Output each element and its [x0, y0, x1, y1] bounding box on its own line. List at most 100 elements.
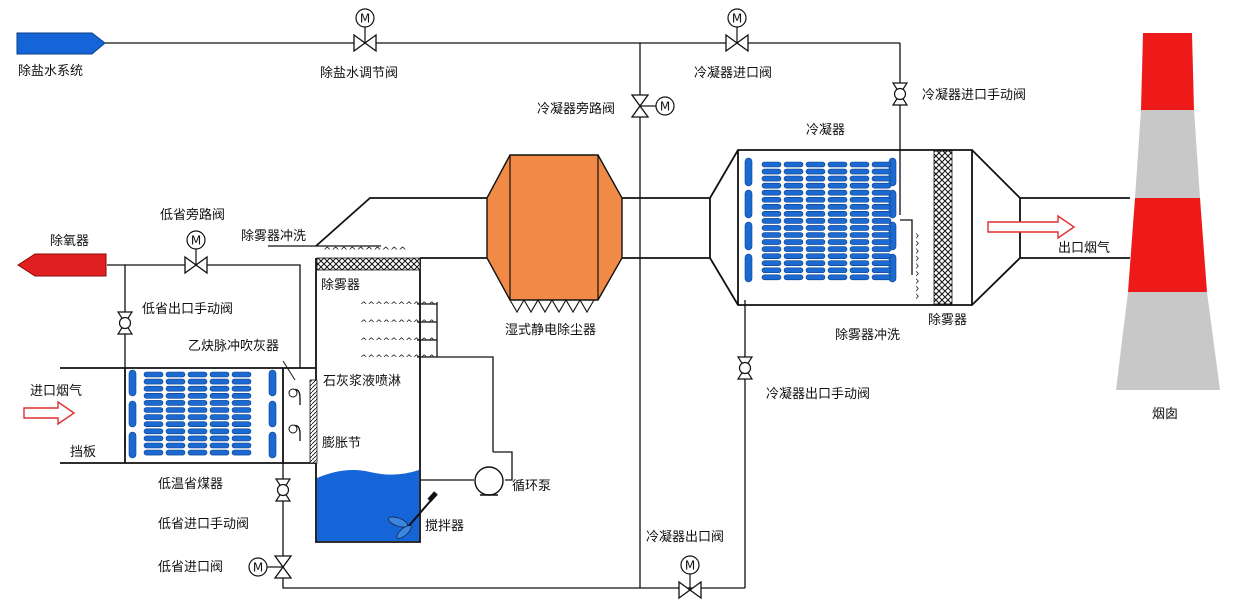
economizer-tube	[165, 414, 186, 420]
economizer-tube	[143, 442, 164, 449]
water-pipes	[105, 42, 913, 589]
economizer-tube	[209, 449, 230, 456]
condenser-tube	[871, 196, 892, 203]
condenser-tube	[871, 168, 892, 175]
condenser-bypass-valve[interactable]: M	[630, 94, 675, 118]
condenser-header	[744, 221, 753, 251]
condenser-tube	[805, 196, 826, 203]
condenser-tube	[761, 196, 782, 203]
economizer-tube	[231, 449, 252, 456]
condenser-tube	[827, 189, 848, 196]
condenser-tube-bank	[744, 157, 897, 283]
label-deaerator: 除氧器	[50, 234, 89, 249]
condenser-tube	[849, 225, 870, 231]
motor-symbol: M	[660, 100, 670, 114]
economizer-tube	[209, 385, 230, 392]
condenser-tube	[805, 225, 826, 231]
condenser-tube	[761, 189, 782, 196]
label-acetylene-pulse-soot-blower: 乙炔脉冲吹灰器	[188, 339, 279, 354]
condenser-outlet-manual-valve[interactable]	[736, 356, 754, 380]
motor-icon	[727, 8, 747, 28]
condenser-tube	[849, 267, 870, 274]
flush-nozzles-left: ^^^^^^^^^^	[323, 246, 407, 257]
low-econ-bypass-valve[interactable]: M	[184, 230, 208, 275]
motor-symbol: M	[253, 561, 263, 575]
economizer-tube	[209, 378, 230, 385]
condenser-tube	[871, 239, 892, 245]
condenser-tube	[805, 168, 826, 175]
economizer-tube	[187, 435, 208, 442]
condenser-tube	[783, 239, 804, 245]
condenser-tube	[761, 239, 782, 245]
labels: 除盐水系统 除盐水调节阀 冷凝器进口阀 冷凝器旁路阀 冷凝器进口手动阀 冷凝器 …	[18, 64, 1178, 575]
motor-icon	[655, 96, 675, 116]
condenser-tube	[871, 182, 892, 189]
condenser-tube	[871, 175, 892, 182]
economizer-tube	[143, 407, 164, 413]
condenser-tube	[783, 204, 804, 210]
condenser-tube	[761, 175, 782, 182]
motor-symbol: M	[732, 12, 742, 26]
demineralized-water-control-valve[interactable]: M	[353, 8, 377, 53]
label-low-econ-bypass-valve: 低省旁路阀	[160, 207, 225, 223]
economizer-tube	[231, 385, 252, 392]
condenser-tube	[849, 168, 870, 175]
condenser-tube	[805, 274, 826, 281]
condenser-tube	[849, 232, 870, 238]
economizer-tube	[143, 414, 164, 420]
condenser-tube	[871, 204, 892, 210]
condenser-tube	[783, 161, 804, 168]
condenser-tube	[827, 225, 848, 231]
motor-icon	[355, 8, 375, 28]
condenser-inlet-manual-valve[interactable]	[891, 82, 909, 106]
condenser-tube	[849, 211, 870, 217]
economizer-header	[128, 431, 137, 459]
condenser-tube	[805, 267, 826, 274]
condenser-tube	[783, 274, 804, 281]
economizer-tube	[231, 435, 252, 442]
condenser-tube	[871, 189, 892, 196]
condenser-tube	[761, 168, 782, 175]
motor-icon	[186, 230, 206, 250]
flue-duct	[60, 149, 1130, 543]
economizer-tube	[231, 421, 252, 428]
condenser-tube	[761, 225, 782, 231]
condenser-tube	[783, 196, 804, 203]
condenser-tube	[783, 225, 804, 231]
economizer-header	[268, 400, 277, 428]
motor-icon	[680, 555, 700, 575]
spray-nozzles-1: ^^^^^^^^^^	[360, 301, 435, 311]
economizer-tube	[143, 392, 164, 399]
condenser-outlet-valve[interactable]: M	[678, 555, 702, 600]
condenser-tube	[849, 204, 870, 210]
condenser-tube	[783, 253, 804, 259]
mist-eliminator-left-mesh	[316, 257, 421, 271]
flush-nozzles-right: ^^^^^^^^^	[909, 232, 919, 300]
chimney-icon	[1116, 33, 1220, 390]
condenser-tube	[871, 218, 892, 224]
label-condenser-outlet-valve: 冷凝器出口阀	[646, 529, 724, 545]
low-econ-inlet-manual-valve[interactable]	[274, 478, 292, 502]
wet-esp-body	[486, 154, 623, 314]
condenser-tube	[849, 175, 870, 182]
condenser-tube	[871, 211, 892, 217]
condenser-tube	[849, 189, 870, 196]
condenser-tube	[761, 232, 782, 238]
economizer-tube	[231, 392, 252, 399]
condenser-tube	[761, 253, 782, 259]
demineralized-water-source	[16, 32, 106, 55]
economizer-tube	[165, 407, 186, 413]
condenser-tube	[827, 239, 848, 245]
economizer-tube	[143, 371, 164, 378]
condenser-tube	[783, 267, 804, 274]
condenser-tube	[761, 182, 782, 189]
label-condenser-bypass-valve: 冷凝器旁路阀	[537, 101, 615, 117]
label-low-temp-economizer: 低温省煤器	[158, 477, 223, 492]
condenser-inlet-valve[interactable]: M	[725, 8, 749, 53]
economizer-tube	[165, 392, 186, 399]
condenser-tube	[827, 168, 848, 175]
economizer-tube	[187, 378, 208, 385]
condenser-tube	[805, 260, 826, 267]
low-econ-inlet-valve[interactable]: M	[248, 555, 293, 579]
low-econ-outlet-manual-valve[interactable]	[116, 311, 134, 335]
